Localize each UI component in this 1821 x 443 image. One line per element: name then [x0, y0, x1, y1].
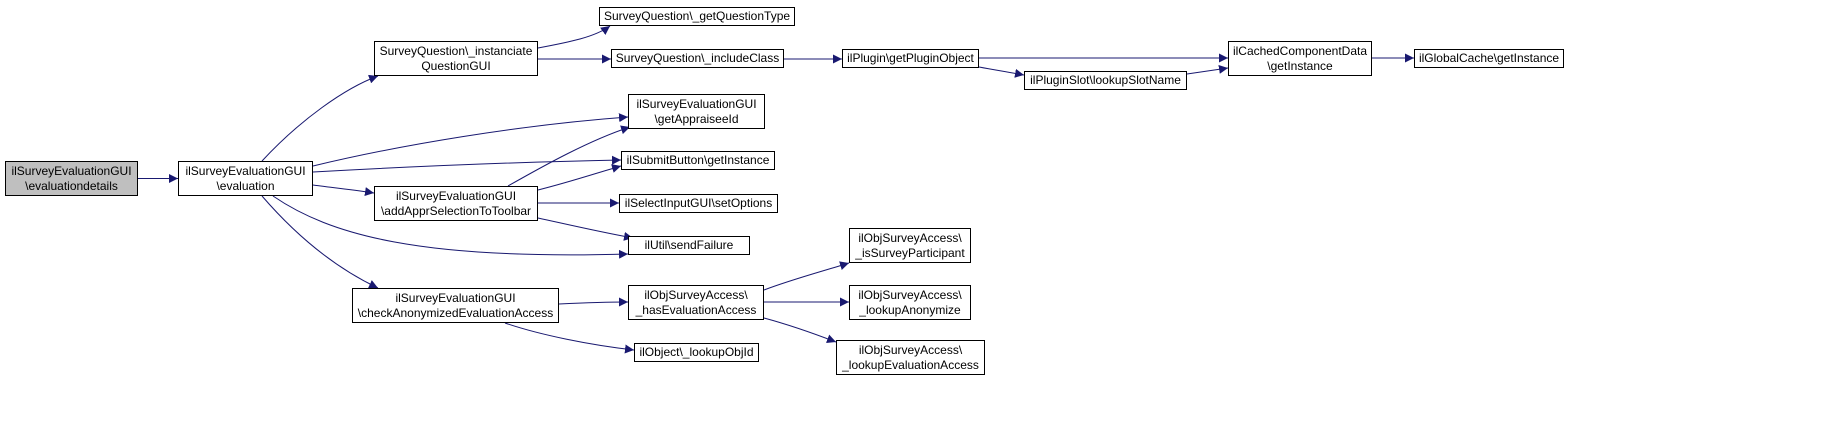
graph-node-label: ilSurveyEvaluationGUI [395, 188, 517, 203]
graph-node-n3[interactable]: ilSurveyEvaluationGUI\getAppraiseeId [628, 94, 765, 129]
graph-node-label: ilPlugin\getPluginObject [847, 51, 974, 65]
call-edge-n15-n19 [763, 317, 837, 343]
graph-node-n10[interactable]: ilPlugin\getPluginObject [842, 49, 979, 68]
graph-node-label: ilSurveyEvaluationGUI [11, 163, 132, 178]
graph-node-label: \evaluation [216, 178, 275, 193]
graph-node-label: _lookupAnonymize [859, 302, 961, 317]
graph-node-n12[interactable]: ilPluginSlot\lookupSlotName [1024, 71, 1187, 90]
graph-node-label: ilSelectInputGUI\setOptions [624, 196, 773, 210]
graph-node-n8[interactable]: SurveyQuestion\_getQuestionType [599, 7, 795, 26]
graph-node-n6[interactable]: ilUtil\sendFailure [628, 236, 750, 255]
graph-node-label: SurveyQuestion\_includeClass [615, 51, 780, 65]
graph-node-n11[interactable]: ilCachedComponentData\getInstance [1228, 41, 1372, 76]
call-edge-n1-n6 [272, 195, 629, 259]
graph-node-n5[interactable]: ilSurveyEvaluationGUI\addApprSelectionTo… [374, 186, 538, 221]
graph-node-label: ilSubmitButton\getInstance [626, 153, 770, 167]
graph-node-n19[interactable]: ilObjSurveyAccess\_lookupEvaluationAcces… [836, 340, 985, 375]
graph-node-label: \evaluationdetails [25, 178, 118, 193]
graph-node-label: QuestionGUI [421, 58, 491, 73]
call-edge-n5-n6 [537, 217, 634, 241]
graph-node-label: ilGlobalCache\getInstance [1418, 51, 1560, 65]
call-edge-n5-n3 [507, 125, 631, 187]
call-edge-n1-n5 [312, 184, 375, 197]
graph-node-label: ilSurveyEvaluationGUI [636, 96, 757, 111]
graph-node-label: _lookupEvaluationAccess [842, 357, 979, 372]
graph-node-n9[interactable]: SurveyQuestion\_includeClass [611, 49, 784, 68]
call-edge-n12-n11 [1186, 64, 1229, 75]
call-edge-n7-n15 [558, 297, 629, 307]
graph-node-n17[interactable]: ilObjSurveyAccess\_isSurveyParticipant [849, 228, 971, 263]
graph-node-label: _isSurveyParticipant [855, 245, 965, 260]
graph-node-label: SurveyQuestion\_instanciate [379, 43, 533, 58]
call-edge-n5-n4 [537, 164, 622, 191]
call-edge-n1-n4 [312, 155, 622, 173]
call-edge-n10-n12 [978, 66, 1025, 78]
graph-node-n14[interactable]: ilSelectInputGUI\setOptions [619, 194, 778, 213]
call-edge-n1-n7 [261, 195, 379, 289]
call-edge-n7-n16 [504, 322, 635, 354]
graph-node-label: ilCachedComponentData [1232, 43, 1368, 58]
graph-node-label: \checkAnonymizedEvaluationAccess [357, 305, 554, 320]
graph-node-label: ilSurveyEvaluationGUI [185, 163, 306, 178]
graph-node-label: \getInstance [1267, 58, 1333, 73]
graph-node-label: _hasEvaluationAccess [635, 302, 757, 317]
graph-node-label: \getAppraiseeId [654, 111, 739, 126]
call-edge-n2-n8 [537, 25, 611, 49]
graph-node-label: SurveyQuestion\_getQuestionType [603, 9, 791, 23]
graph-node-n18[interactable]: ilObjSurveyAccess\_lookupAnonymize [849, 285, 971, 320]
graph-node-n7[interactable]: ilSurveyEvaluationGUI\checkAnonymizedEva… [352, 288, 559, 323]
call-edge-n1-n2 [261, 74, 379, 162]
graph-node-label: ilPluginSlot\lookupSlotName [1030, 73, 1181, 87]
graph-node-n16[interactable]: ilObject\_lookupObjId [634, 343, 759, 362]
graph-node-n4[interactable]: ilSubmitButton\getInstance [621, 151, 775, 170]
graph-node-n13[interactable]: ilGlobalCache\getInstance [1414, 49, 1564, 68]
graph-node-label: ilUtil\sendFailure [644, 238, 734, 252]
graph-node-n1[interactable]: ilSurveyEvaluationGUI\evaluation [178, 161, 313, 196]
call-edge-n15-n17 [763, 261, 850, 291]
graph-node-label: ilObjSurveyAccess\ [858, 287, 962, 302]
graph-node-label: ilObject\_lookupObjId [639, 345, 754, 359]
graph-root-node: ilSurveyEvaluationGUI\evaluationdetails [5, 161, 138, 196]
graph-node-label: ilSurveyEvaluationGUI [395, 290, 516, 305]
graph-node-label: ilObjSurveyAccess\ [858, 230, 962, 245]
graph-node-n15[interactable]: ilObjSurveyAccess\_hasEvaluationAccess [628, 285, 764, 320]
call-edge-n1-n3 [312, 113, 629, 167]
graph-node-label: \addApprSelectionToToolbar [380, 203, 532, 218]
graph-node-label: ilObjSurveyAccess\ [644, 287, 748, 302]
graph-node-label: ilObjSurveyAccess\ [858, 342, 963, 357]
